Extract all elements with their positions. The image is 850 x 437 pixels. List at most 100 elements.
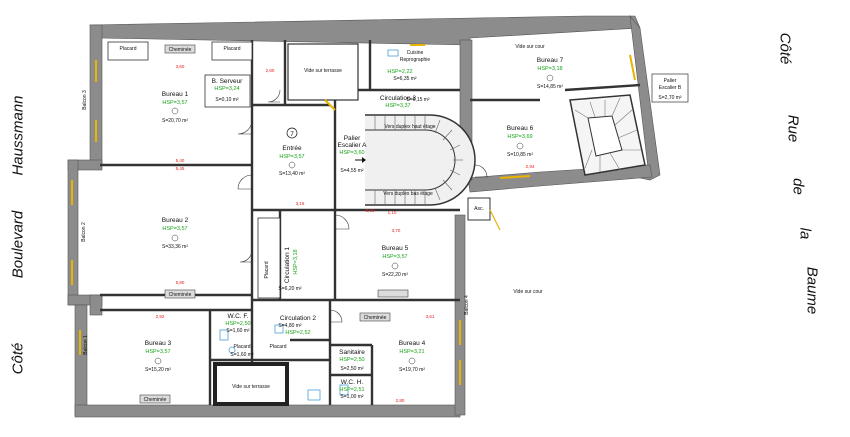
cheminee-labels: Cheminée Cheminée Cheminée Cheminée — [144, 47, 387, 403]
elevator-box — [467, 197, 491, 221]
svg-text:3,70: 3,70 — [392, 228, 401, 233]
svg-text:S=2,70 m²: S=2,70 m² — [658, 95, 682, 101]
svg-text:HSP=3,18: HSP=3,18 — [293, 249, 299, 274]
svg-text:5,80: 5,80 — [176, 280, 185, 285]
street-right-rue: Rue — [784, 114, 802, 143]
vide-terrasse-bottom-label: Vide sur terrasse — [232, 384, 270, 390]
street-right-cote: Côté — [776, 32, 794, 65]
svg-text:S=6,35 m²: S=6,35 m² — [393, 76, 417, 82]
svg-text:2,80: 2,80 — [396, 398, 405, 403]
room-bureau-1: Bureau 1 HSP=3,57 S=20,70 m² — [162, 91, 189, 124]
doors — [237, 89, 488, 323]
dimension-labels: 3,60 5,40 5,45 5,80 2,60 3,16 3,70 2,92 … — [156, 64, 535, 403]
stair-up-label: Vers duplex haut étage — [384, 124, 435, 130]
svg-text:0,95: 0,95 — [366, 208, 375, 213]
svg-text:HSP=2,51: HSP=2,51 — [339, 387, 364, 393]
windows — [71, 44, 636, 385]
svg-text:Bureau 1: Bureau 1 — [162, 91, 189, 98]
placard-c: Placard S=1,60 m² — [230, 344, 254, 358]
vide-terrasse-top-label: Vide sur terrasse — [304, 68, 342, 74]
stair-down-label: Vers duplex bas étage — [383, 191, 433, 197]
svg-text:S=6,15 m²: S=6,15 m² — [406, 97, 430, 103]
room-cuisine: Cuisine Reprographie HSP=2,22 S=6,35 m² — [387, 50, 430, 82]
svg-text:HSP=3,57: HSP=3,57 — [279, 154, 304, 160]
svg-text:Palier: Palier — [664, 78, 677, 84]
room-bureau-7: Bureau 7 HSP=3,18 S=14,85 m² — [537, 57, 564, 90]
svg-text:Bureau 5: Bureau 5 — [382, 245, 409, 252]
balcon-3-label: Balcon 3 — [82, 90, 88, 110]
svg-text:S=22,20 m²: S=22,20 m² — [382, 272, 408, 278]
svg-text:S=20,70 m²: S=20,70 m² — [162, 118, 188, 124]
svg-text:Reprographie: Reprographie — [400, 57, 431, 63]
placard-label: Placard — [224, 46, 241, 52]
svg-text:3,16: 3,16 — [296, 201, 305, 206]
room-wc-f: W.C. F. HSP=2,50 S=1,60 m² — [225, 313, 250, 334]
svg-text:S=10,85 m²: S=10,85 m² — [507, 152, 533, 158]
svg-text:HSP=3,21: HSP=3,21 — [399, 349, 424, 355]
svg-text:Bureau 3: Bureau 3 — [145, 340, 172, 347]
staircase-a — [355, 114, 476, 206]
room-serveur: B. Serveur HSP=3,24 S=0,10 m² — [212, 78, 244, 103]
svg-text:2,60: 2,60 — [266, 68, 275, 73]
balcon-2-label: Balcon 2 — [81, 222, 87, 242]
room-entree: 7 Entrée HSP=3,57 S=13,40 m² — [279, 127, 305, 177]
svg-text:Cheminée: Cheminée — [169, 47, 192, 53]
svg-text:5,40: 5,40 — [176, 158, 185, 163]
svg-text:S=0,10 m²: S=0,10 m² — [215, 97, 239, 103]
room-bureau-2: Bureau 2 HSP=3,57 S=33,36 m² — [162, 217, 189, 250]
svg-text:Cuisine: Cuisine — [407, 50, 424, 56]
staircase-b — [569, 94, 646, 176]
svg-text:S=14,85 m²: S=14,85 m² — [537, 84, 563, 90]
street-left-boulevard: Boulevard — [9, 210, 27, 279]
street-right-baume: Baume — [803, 266, 821, 315]
svg-text:Cheminée: Cheminée — [169, 292, 192, 298]
room-palier-b: Palier Escalier B S=2,70 m² — [651, 73, 689, 103]
svg-text:Circulation 3: Circulation 3 — [380, 95, 417, 102]
svg-text:Bureau 2: Bureau 2 — [162, 217, 189, 224]
placard-label: Placard — [264, 261, 270, 278]
svg-text:Palier: Palier — [344, 135, 361, 142]
room-bureau-6: Bureau 6 HSP=3,69 S=10,85 m² — [507, 125, 534, 158]
svg-text:W.C. H.: W.C. H. — [341, 379, 364, 386]
svg-text:3,60: 3,60 — [176, 64, 185, 69]
room-bureau-4: Bureau 4 HSP=3,21 S=19,70 m² — [399, 340, 426, 373]
svg-text:Escalier A: Escalier A — [338, 142, 368, 149]
svg-text:HSP=2,52: HSP=2,52 — [285, 330, 310, 336]
svg-text:S=15,20 m²: S=15,20 m² — [145, 367, 171, 373]
svg-text:Sanitaire: Sanitaire — [339, 349, 365, 356]
svg-text:S=1,00 m²: S=1,00 m² — [340, 394, 364, 400]
fixtures — [219, 49, 399, 401]
room-circulation-1: Circulation 1 HSP=3,18 S=6,20 m² — [278, 247, 302, 292]
svg-text:Cheminée: Cheminée — [364, 315, 387, 321]
svg-text:S=33,36 m²: S=33,36 m² — [162, 244, 188, 250]
room-circulation-3: Circulation 3 HSP=3,37 S=6,15 m² — [380, 95, 430, 109]
svg-text:3,61: 3,61 — [426, 314, 435, 319]
svg-text:2,92: 2,92 — [156, 314, 165, 319]
svg-text:W.C. F.: W.C. F. — [228, 313, 249, 320]
svg-text:S=2,50 m²: S=2,50 m² — [340, 366, 364, 372]
svg-text:B. Serveur: B. Serveur — [212, 78, 244, 85]
room-wc-h: W.C. H. HSP=2,51 S=1,00 m² — [339, 379, 364, 400]
svg-text:Bureau 4: Bureau 4 — [399, 340, 426, 347]
svg-text:S=1,60 m²: S=1,60 m² — [226, 328, 250, 334]
room-circulation-2: Circulation 2 HSP=2,52 S=4,80 m² — [278, 315, 316, 336]
street-left-cote: Côté — [9, 342, 27, 375]
svg-text:HSP=3,69: HSP=3,69 — [507, 134, 532, 140]
svg-text:Placard: Placard — [234, 344, 251, 350]
svg-text:HSP=3,57: HSP=3,57 — [382, 254, 407, 260]
svg-text:Bureau 7: Bureau 7 — [537, 57, 564, 64]
balcon-1-label: Balcon 1 — [83, 335, 89, 355]
room-bureau-5: Bureau 5 HSP=3,57 S=22,20 m² — [382, 245, 409, 278]
svg-text:2,94: 2,94 — [526, 164, 535, 169]
svg-text:Circulation 1: Circulation 1 — [284, 247, 291, 284]
svg-text:S=1,60 m²: S=1,60 m² — [230, 352, 254, 358]
svg-text:Circulation 2: Circulation 2 — [280, 315, 317, 322]
room-palier-a: Palier Escalier A HSP=3,60 S=4,55 m² — [338, 135, 368, 174]
room-sanitaire: Sanitaire HSP=2,50 S=2,50 m² — [339, 349, 365, 372]
street-right-la: la — [796, 227, 814, 240]
room-bureau-3: Bureau 3 HSP=3,57 S=15,20 m² — [145, 340, 172, 373]
elevator-label: Asc. — [474, 206, 484, 212]
street-right-de: de — [789, 178, 807, 195]
vide-cour-right-label: Vide sur cour — [513, 289, 543, 295]
